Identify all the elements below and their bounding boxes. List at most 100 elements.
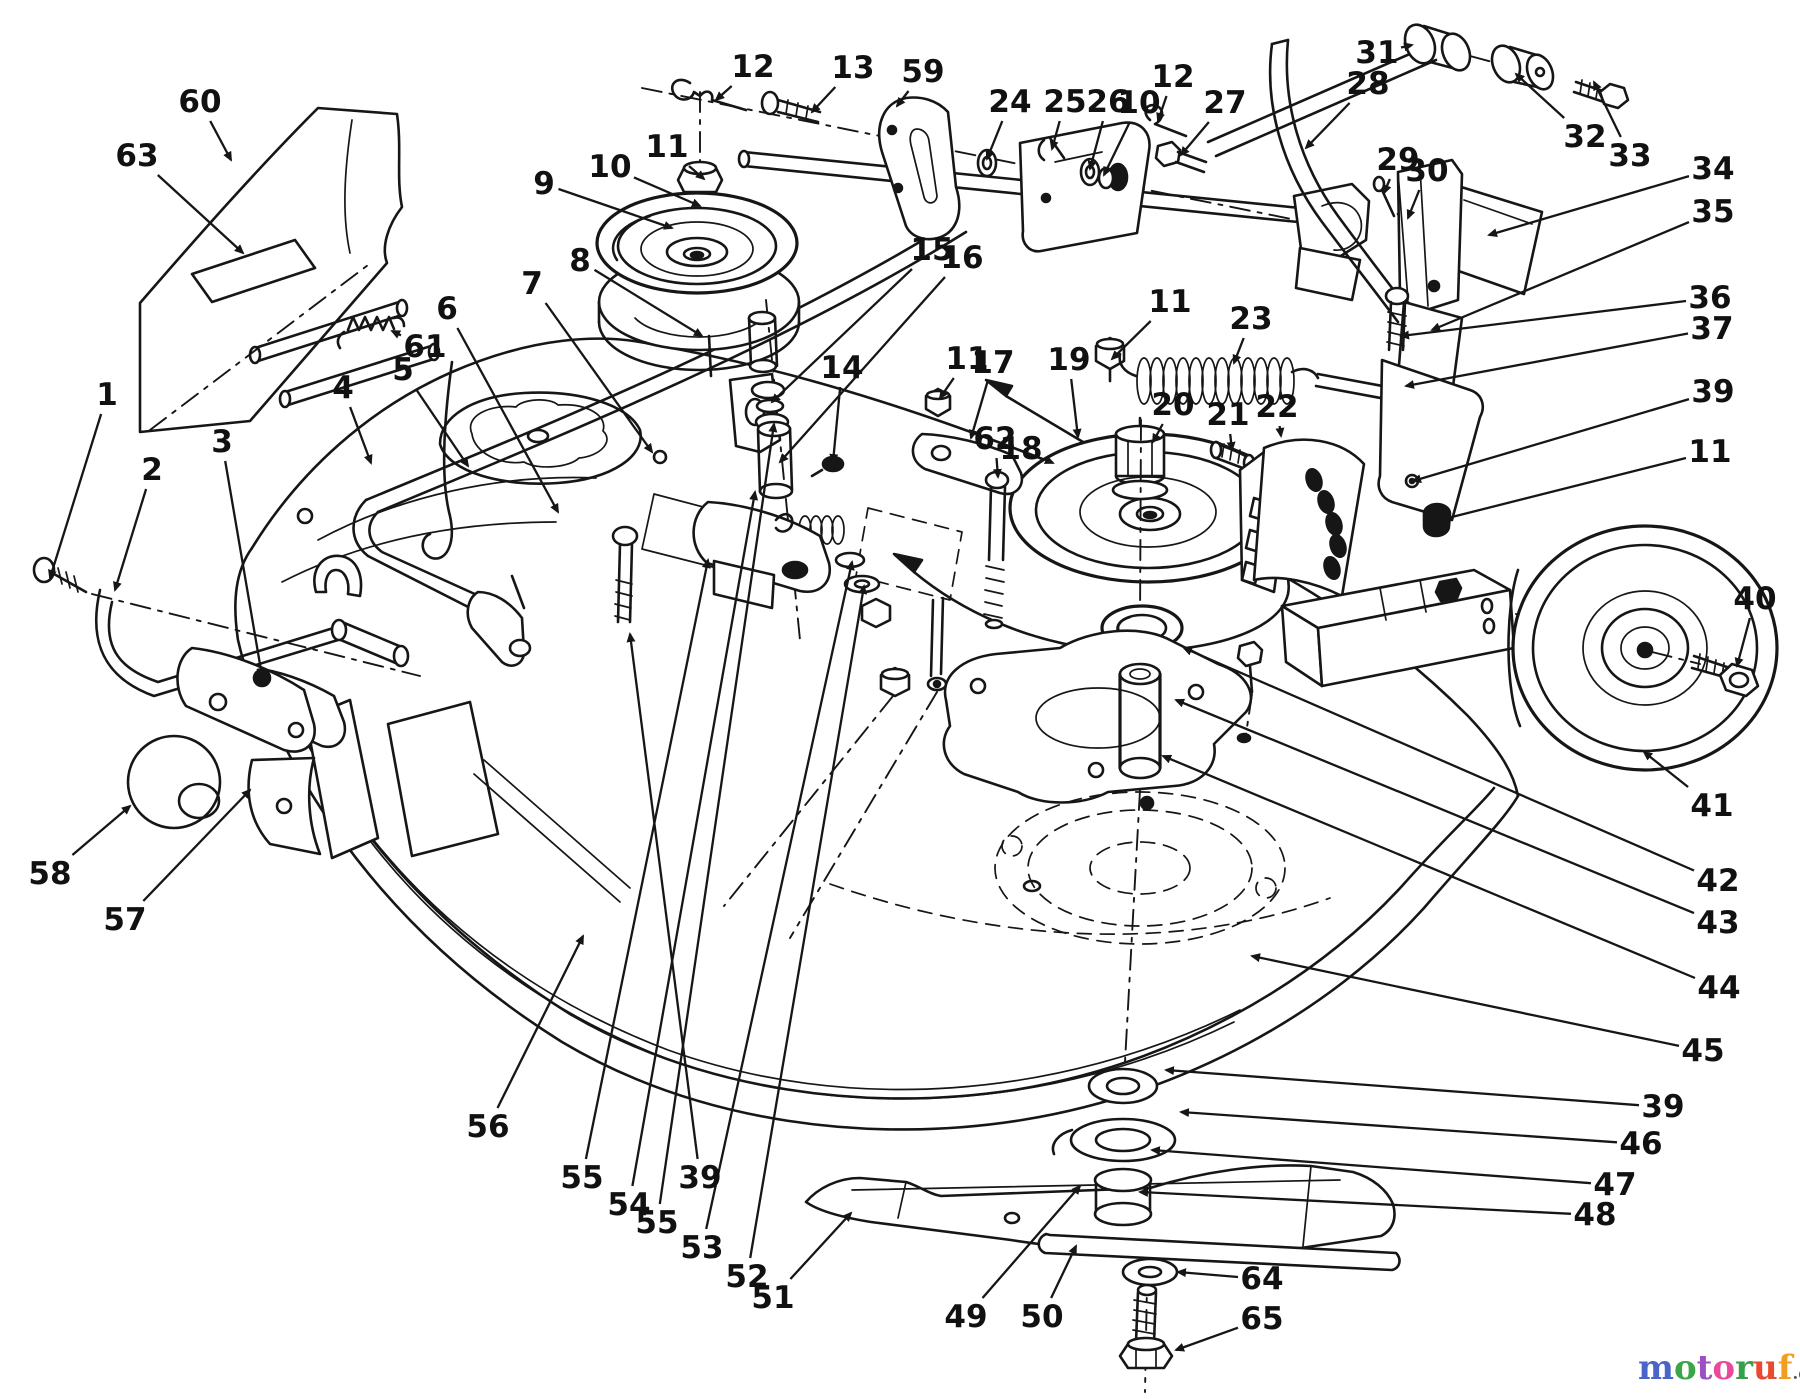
part-number: 37 [1690,311,1733,347]
leader-line [113,489,146,592]
part-number: 54 [607,1187,650,1223]
leader-line [225,461,266,678]
part-number: 36 [1688,280,1731,316]
part-number: 52 [725,1259,768,1295]
leader-line [750,584,868,1258]
part-callout-29: 29 [1376,142,1420,195]
part-number: 60 [178,84,221,120]
part-callout-50: 50 [1020,1244,1076,1335]
leader-line [1176,1268,1238,1277]
part-callout-12: 12 [1151,59,1195,123]
part-callout-10: 10 [588,149,702,206]
leader-line [1594,80,1621,137]
part-callout-61: 61 [390,329,447,365]
part-callout-9: 9 [533,166,674,230]
leader-line [210,121,231,162]
part-number: 34 [1691,151,1734,187]
part-callout-62: 62 [973,421,1017,479]
part-number: 5 [392,352,414,388]
part-callout-6: 6 [436,291,558,514]
part-number: 25 [1043,84,1086,120]
leader-line [595,270,704,338]
part-number: 7 [521,266,543,302]
part-callout-47: 47 [1150,1146,1637,1203]
part-callout-54: 54 [607,490,759,1223]
part-number: 27 [1203,85,1246,121]
part-callout-12: 12 [714,49,775,102]
leader-line [985,121,1002,161]
part-number: 30 [1405,153,1448,189]
watermark-letter: t [1696,1348,1713,1388]
leader-line [416,389,470,468]
leader-line [938,378,954,400]
part-number: 48 [1573,1197,1616,1233]
part-number: 11 [945,341,988,377]
part-callout-33: 33 [1594,80,1652,174]
part-callout-36: 36 [1399,280,1732,340]
part-callout-2: 2 [113,452,163,592]
part-callout-11: 11 [645,129,706,181]
part-callout-34: 34 [1487,151,1735,238]
part-callout-11: 11 [1438,434,1732,523]
part-callout-53: 53 [680,560,855,1266]
part-number: 11 [1148,284,1191,320]
leader-line [390,331,401,339]
part-number: 1 [96,377,118,413]
mower-deck-shell [235,339,1518,1130]
leader-line [457,328,558,514]
watermark-suffix: .de [1792,1364,1800,1384]
leader-line [810,87,835,114]
leader-line [1174,1328,1238,1352]
leader-line [1071,379,1082,439]
part-number: 43 [1696,905,1739,941]
part-number: 10 [588,149,631,185]
part-callout-3: 3 [211,424,266,678]
part-number: 20 [1151,387,1194,423]
cross-shaft-assembly [642,80,1435,300]
gauge-wheel [1508,526,1777,770]
leader-line [559,189,674,230]
part-callout-16: 16 [778,240,984,464]
leader-line [1182,648,1694,871]
leader-line [1049,121,1060,151]
motoruf-watermark: motoruf.de [1638,1342,1800,1394]
part-callout-48: 48 [1138,1187,1617,1233]
watermark-letter: f [1777,1348,1793,1388]
leader-line [1384,179,1392,195]
part-number: 39 [1641,1089,1684,1125]
leader-line [829,387,840,464]
leader-line [632,490,759,1186]
discharge-deflector [140,108,439,432]
part-callout-52: 52 [725,584,868,1295]
part-callout-55: 55 [635,422,778,1241]
part-callout-39: 39 [1411,374,1735,484]
leader-line [1150,1146,1591,1183]
part-number: 56 [466,1109,509,1145]
height-adjuster-quadrant [1240,440,1364,596]
part-number: 4 [332,370,354,406]
part-callout-11: 11 [1110,284,1192,361]
part-number: 23 [1229,301,1272,337]
part-number: 28 [1346,66,1389,102]
part-callout-22: 22 [1255,389,1299,438]
leader-line [1153,424,1163,444]
part-number: 57 [103,902,146,938]
leader-line [350,407,373,465]
part-callout-55: 55 [560,558,711,1196]
part-number: 39 [1691,374,1734,410]
leader-line [1087,121,1103,171]
part-number: 65 [1240,1301,1283,1337]
part-callout-17: 17 [968,345,1015,440]
part-callout-20: 20 [1151,387,1195,444]
leader-line [983,1184,1082,1298]
leader-line [706,560,855,1229]
watermark-letter: u [1753,1348,1778,1388]
part-number: 33 [1608,138,1651,174]
leader-line [1161,754,1695,978]
part-number: 41 [1690,788,1733,824]
leader-line [1304,103,1350,150]
leader-line [72,804,132,855]
part-callout-8: 8 [569,243,704,338]
blade-assembly [806,1069,1399,1368]
